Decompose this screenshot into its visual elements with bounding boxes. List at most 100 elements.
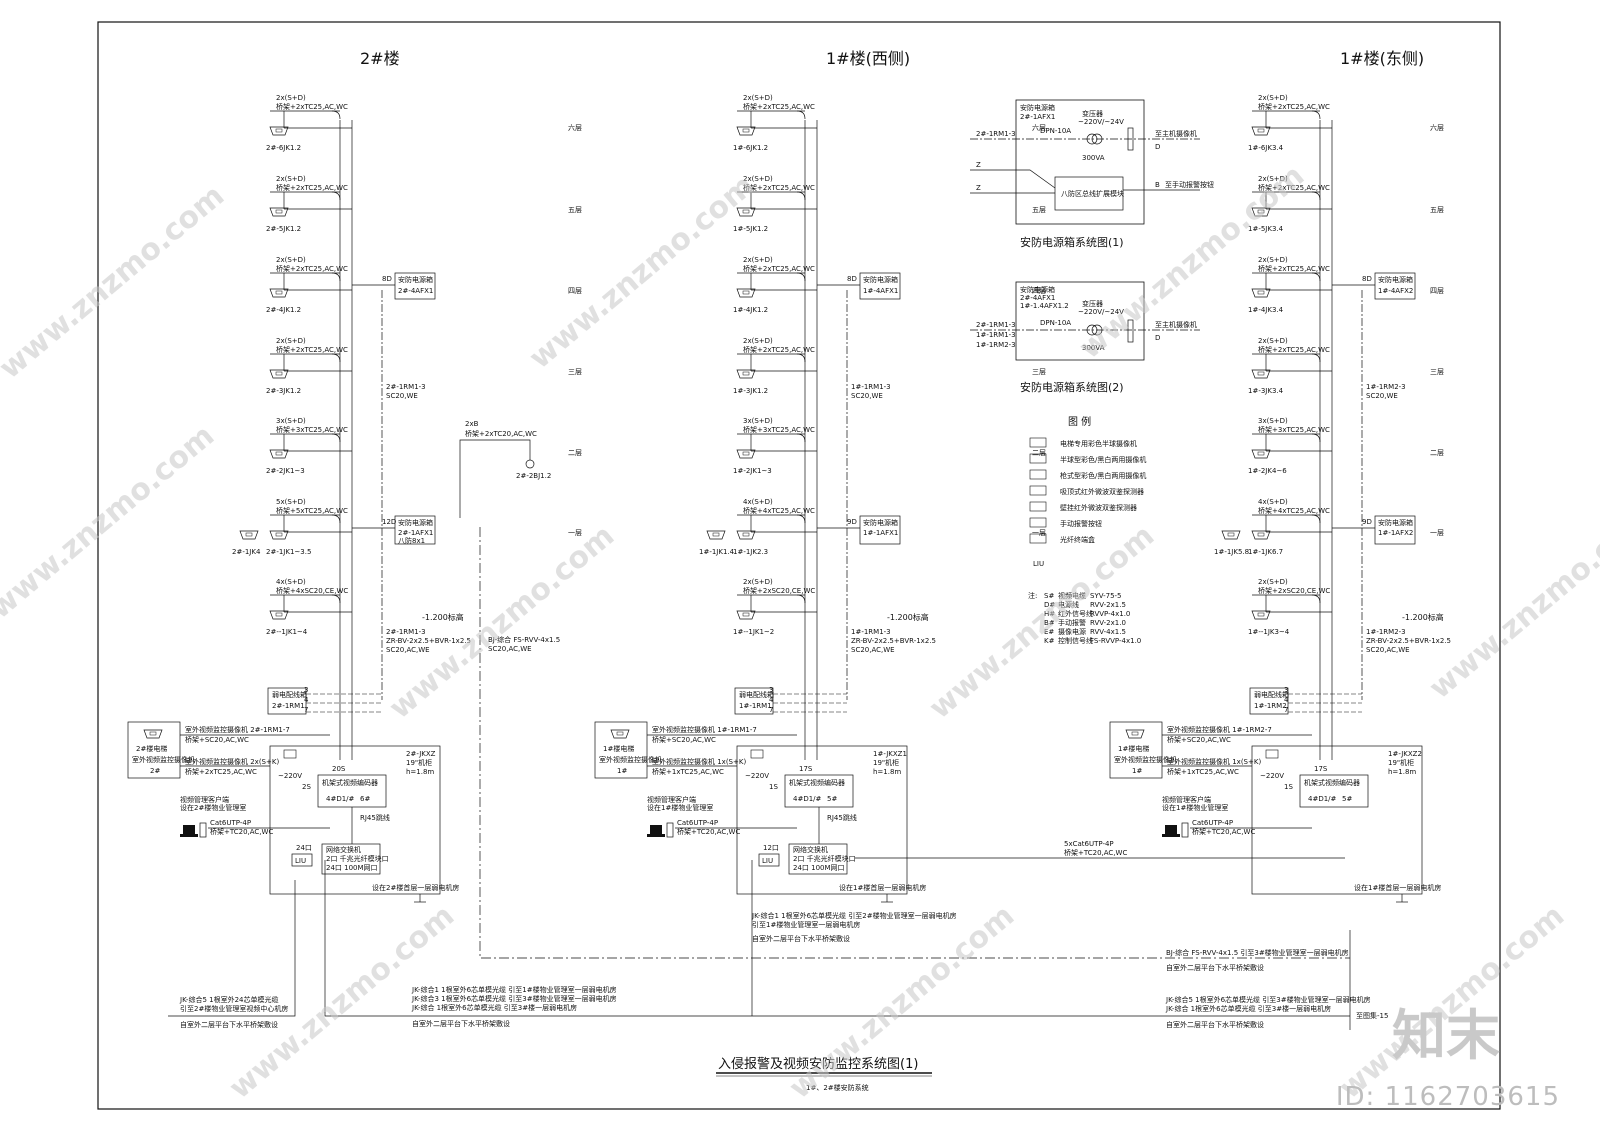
svg-text:www.znzmo.com: www.znzmo.com <box>523 168 761 376</box>
cable-name: 手动报警 <box>1058 618 1086 627</box>
cable-code: K# <box>1044 637 1055 645</box>
label: 2#楼电梯 <box>136 744 167 753</box>
label: 7 <box>304 706 308 714</box>
label: 17S <box>1314 765 1328 773</box>
device-id: 1#-1JK2.3 <box>733 548 768 556</box>
svg-text:DPN-10A: DPN-10A <box>1040 127 1071 135</box>
pipe-label: 桥架+2xSC20,CE,WC <box>1258 586 1330 595</box>
label: 1#-1AFX2 <box>1378 529 1413 537</box>
floor-branch-f1: 4x(S+D)桥架+4xTC25,AC,WC1#-1JK2.31#-1JK1.4 <box>699 498 817 556</box>
floor-branch-f6: 2x(S+D)桥架+2xTC25,AC,WC1#-6JK1.2 <box>733 94 817 152</box>
pipe-label: 桥架+2xTC25,AC,WC <box>276 102 348 111</box>
label: 安防电源箱 <box>863 275 898 284</box>
label: 3 <box>1284 686 1288 694</box>
cable-label: 4x(S+D) <box>1258 498 1288 506</box>
svg-text:2#-1RM1-3: 2#-1RM1-3 <box>976 321 1016 329</box>
pipe-label: 桥架+3xTC25,AC,WC <box>276 425 348 434</box>
floor-label: 三层 <box>568 368 582 376</box>
label: 2口 千兆光纤模块口 <box>793 854 856 863</box>
svg-text:D: D <box>1155 143 1160 151</box>
cable-label: 2x(S+D) <box>1258 94 1288 102</box>
label: 1#-1RM1-3 <box>851 628 891 636</box>
svg-text:300VA: 300VA <box>1082 344 1105 352</box>
camera-icon <box>1221 530 1241 540</box>
label: 1#楼电梯 <box>603 744 634 753</box>
camera-icon <box>736 288 756 298</box>
floor-label: 二层 <box>1430 449 1444 457</box>
label: 桥架+TC20,AC,WC <box>1064 848 1127 857</box>
label: Cat6UTP-4P <box>677 819 718 827</box>
pipe-label: 桥架+4xSC20,CE,WC <box>276 586 348 595</box>
floor-label: 五层 <box>1430 206 1444 214</box>
svg-text:自室外二层平台下水平桥架敷设: 自室外二层平台下水平桥架敷设 <box>180 1020 278 1029</box>
floor-label: 三层 <box>1032 368 1046 376</box>
legend-item: 光纤终端盒 <box>1060 535 1095 544</box>
svg-text:~220V/~24V: ~220V/~24V <box>1078 118 1124 126</box>
device-id: 1#--1JK3~4 <box>1248 628 1290 636</box>
cable-label: 2x(S+D) <box>1258 256 1288 264</box>
floor-branch-f2: 3x(S+D)桥架+3xTC25,AC,WC1#-2JK1~3 <box>733 417 817 475</box>
pipe-label: 桥架+2xTC25,AC,WC <box>1258 102 1330 111</box>
label: 桥架+TC20,AC,WC <box>210 827 273 836</box>
label: 弱电配线箱 <box>1254 690 1289 699</box>
label: RJ45跳线 <box>827 813 857 822</box>
label: 安防电源箱 <box>1378 518 1413 527</box>
label: 1#-1RM2-3 <box>1366 628 1406 636</box>
device-id: 1#-2JK1~3 <box>733 467 772 475</box>
label: h=1.8m <box>873 768 901 776</box>
label: 1#-1RM1 <box>739 702 772 710</box>
legend-symbol <box>1029 437 1047 448</box>
label: ZR-BV-2x2.5+BVR-1x2.5 <box>386 637 471 645</box>
cable-label: 2x(S+D) <box>1258 175 1288 183</box>
label: 网络交换机 <box>793 845 828 854</box>
floor-branch-f1: 5x(S+D)桥架+5xTC25,AC,WC2#-1JK1~3.52#-1JK4 <box>232 498 352 556</box>
device-id: 1#-6JK3.4 <box>1248 144 1284 152</box>
camera-icon <box>736 126 756 136</box>
label: 19"机柜 <box>406 758 432 767</box>
device-id: 1#-1JK6.7 <box>1248 548 1283 556</box>
label: 5xCat6UTP-4P <box>1064 840 1114 848</box>
floor-branch-f3: 2x(S+D)桥架+2xTC25,AC,WC1#-3JK3.4 <box>1248 337 1332 395</box>
legend-symbol <box>1029 485 1047 496</box>
cable-label: 2x(S+D) <box>743 578 773 586</box>
label: 1#-JKXZ1 <box>873 750 907 758</box>
svg-text:图 例: 图 例 <box>1068 415 1091 428</box>
camera-icon <box>269 126 289 136</box>
legend: 图 例 电梯专用彩色半球摄像机半球型彩色/黑白两用摄像机枪式型彩色/黑白两用摄像… <box>1028 415 1146 645</box>
label: 1#楼电梯 <box>1118 744 1149 753</box>
svg-text:JK-综合5 1根室外24芯单模光缆: JK-综合5 1根室外24芯单模光缆 <box>179 995 279 1004</box>
label: 设在1#楼首层一层弱电机房 <box>839 883 926 892</box>
floor-branch-f2: 3x(S+D)桥架+3xTC25,AC,WC2#-2JK1~3 <box>266 417 352 475</box>
floor-label: 六层 <box>568 123 582 132</box>
label: 安防电源箱 <box>1378 275 1413 284</box>
label: 9D <box>1362 518 1372 526</box>
cable-label: 2x(S+D) <box>276 94 306 102</box>
label: 8D <box>1362 275 1372 283</box>
label: 20S <box>332 765 346 773</box>
floor-label: 二层 <box>1032 449 1046 457</box>
label: 室外视频监控摄像机 1#-1RM2-7 <box>1167 725 1272 734</box>
label: 5# <box>1342 795 1352 803</box>
label: 八防8x1 <box>398 536 425 545</box>
drawing-frame <box>97 21 1501 1110</box>
camera-icon <box>610 729 630 739</box>
label: 1S <box>769 783 778 791</box>
cable-label: 3x(S+D) <box>1258 417 1288 425</box>
cable-name: 摄像电源 <box>1058 627 1086 636</box>
camera-icon <box>269 207 289 217</box>
camera-icon <box>1125 729 1145 739</box>
camera-icon <box>736 610 756 620</box>
svg-text:至手动报警按钮: 至手动报警按钮 <box>1165 180 1214 189</box>
label: 1# <box>1132 767 1142 775</box>
floor-branch-f2: 3x(S+D)桥架+3xTC25,AC,WC1#-2JK4~6 <box>1248 417 1332 475</box>
floor-label: 六层 <box>1032 123 1046 132</box>
label: 2#-4AFX1 <box>398 287 433 295</box>
floor-label: 六层 <box>1430 123 1444 132</box>
pipe-label: 桥架+4xTC25,AC,WC <box>743 506 815 515</box>
